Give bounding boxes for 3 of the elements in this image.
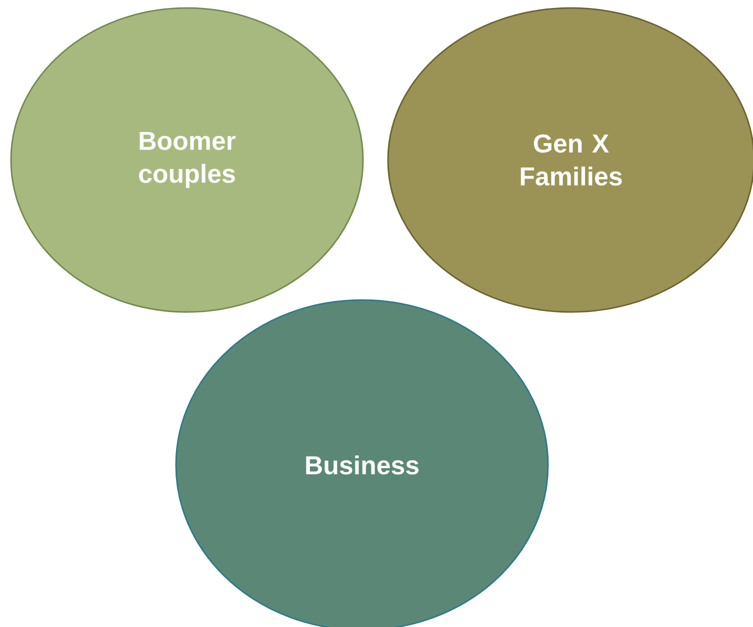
ellipse-node: Boomer couples [10,7,364,313]
ellipse-node: Business [175,299,549,627]
ellipse-node: Gen X Families [387,7,753,313]
